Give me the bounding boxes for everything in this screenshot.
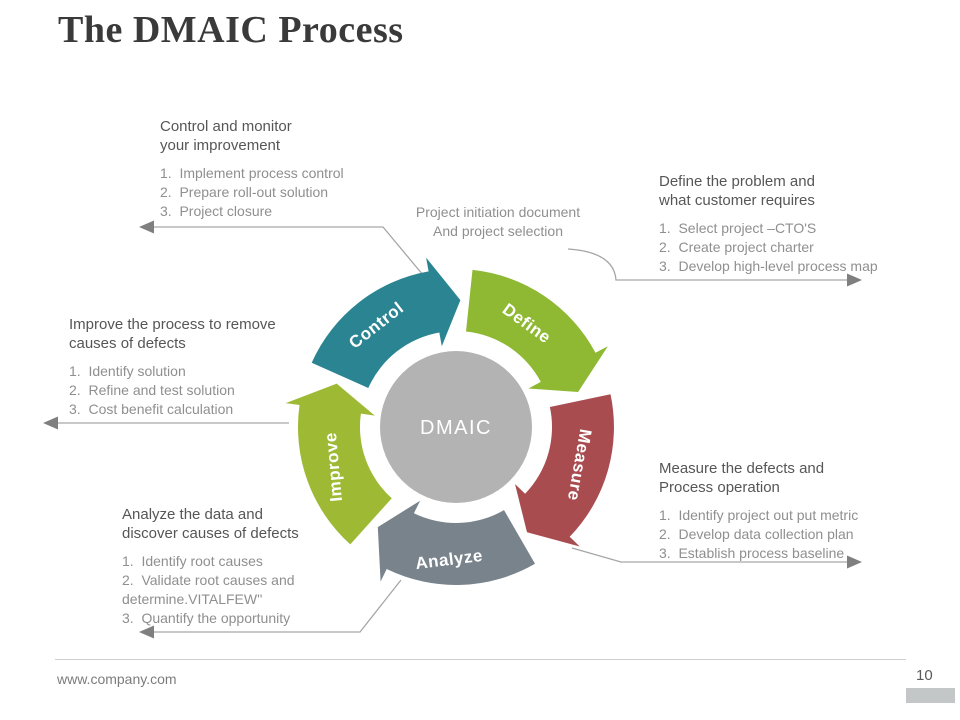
list-item: 2. Prepare roll-out solution [160,184,329,200]
list-item: 2. Validate root causes and determine.VI… [122,572,299,607]
corner-box [906,688,955,703]
annotation-heading: Analyze the data and [122,506,263,523]
project-initiation-note: Project initiation document And project … [383,203,613,241]
annotation-define: Define the problem and what customer req… [659,172,924,276]
annotation-list: 1. Select project –CTO'S 2. Create proje… [659,219,924,276]
annotation-list: 1. Identify solution 2. Refine and test … [69,362,314,419]
annotation-heading: Control and monitor [160,118,292,135]
arc-control [311,257,461,388]
annotation-heading: causes of defects [69,335,186,352]
list-item: 2. Create project charter [659,239,814,255]
page-number: 10 [916,667,933,684]
annotation-list: 1. Identify root causes 2. Validate root… [122,552,330,628]
annotation-heading: your improvement [160,137,281,154]
annotation-heading: Define the problem and [659,173,815,190]
arc-improve [285,383,392,545]
annotation-heading: what customer requires [659,192,815,209]
note-line-1: Project initiation document [415,204,581,220]
arc-measure [515,394,614,547]
center-circle [380,351,532,503]
annotation-list: 1. Implement process control 2. Prepare … [160,164,405,221]
annotation-analyze: Analyze the data and discover causes of … [122,505,330,628]
annotation-heading: Process operation [659,479,780,496]
list-item: 1. Implement process control [160,165,344,181]
annotation-heading: discover causes of defects [122,525,299,542]
list-item: 1. Select project –CTO'S [659,220,817,236]
annotation-list: 1. Identify project out put metric 2. De… [659,506,924,563]
list-item: 3. Project closure [160,203,273,219]
arrowhead-left-improve [43,416,58,430]
list-item: 1. Identify root causes [122,553,263,569]
list-item: 2. Refine and test solution [69,382,235,398]
arc-analyze [377,500,535,585]
list-item: 3. Establish process baseline [659,545,845,561]
arc-define [466,269,608,392]
annotation-control: Control and monitor your improvement 1. … [160,117,405,221]
arrowhead-left-control [139,220,154,234]
note-line-2: And project selection [433,223,563,239]
annotation-measure: Measure the defects and Process operatio… [659,459,924,563]
center-label: DMAIC [420,417,492,439]
list-item: 3. Quantify the opportunity [122,610,291,626]
list-item: 1. Identify solution [69,363,186,379]
list-item: 1. Identify project out put metric [659,507,859,523]
annotation-heading: Measure the defects and [659,460,825,477]
dmaic-ring: DMAIC Define Measure Analyze Improve Con… [285,257,614,585]
list-item: 3. Develop high-level process map [659,258,878,274]
list-item: 3. Cost benefit calculation [69,401,234,417]
annotation-improve: Improve the process to remove causes of … [69,315,314,419]
list-item: 2. Develop data collection plan [659,526,854,542]
footer-website: www.company.com [57,671,177,687]
footer-divider [55,659,906,660]
annotation-heading: Improve the process to remove [69,316,276,333]
slide-title: The DMAIC Process [58,9,404,51]
